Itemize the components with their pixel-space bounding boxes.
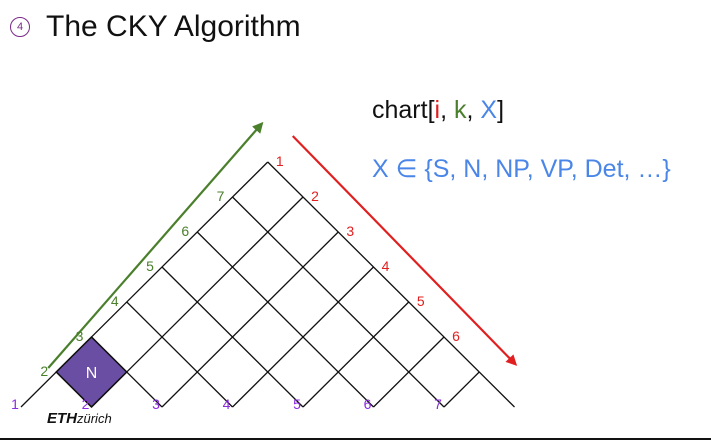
chart-grid-line [302, 301, 410, 408]
right-index-label: 2 [311, 188, 319, 204]
bottom-index-label: 1 [11, 396, 19, 412]
right-index-label: 4 [382, 258, 390, 274]
eth-zurich-logo: ETHzürich [47, 410, 112, 427]
footer-divider [0, 438, 711, 440]
left-index-label: 4 [111, 293, 119, 309]
chart-grid-line [443, 371, 480, 408]
nonterminal-set: X ∈ {S, N, NP, VP, Det, …} [372, 155, 671, 183]
left-index-label: 6 [181, 223, 189, 239]
chart-grid-line [55, 371, 92, 408]
chart-grid-line [161, 266, 304, 408]
slide-number-badge: 4 [10, 17, 30, 37]
index-k: k [454, 96, 467, 124]
chart-signature-suffix: ] [497, 96, 505, 124]
chart-grid-line [126, 301, 233, 408]
left-index-label: 7 [217, 188, 225, 204]
right-index-label: 3 [346, 223, 354, 239]
index-x: X [480, 96, 498, 124]
start-index-arrow [291, 135, 518, 366]
right-index-label: 5 [417, 293, 425, 309]
filled-cell-label: N [86, 365, 98, 382]
logo-eth: ETH [47, 410, 77, 427]
slide-title-bar: 4 The CKY Algorithm [10, 4, 301, 50]
chart-signature: chart[i, k, X] [372, 94, 504, 126]
left-index-label: 3 [76, 328, 84, 344]
bottom-index-label: 6 [364, 396, 372, 412]
chart-signature-prefix: chart[ [372, 96, 435, 124]
chart-grid-line [20, 161, 269, 408]
right-index-label: 1 [276, 153, 284, 169]
bottom-index-label: 5 [293, 396, 301, 412]
chart-grid-line [267, 161, 515, 408]
chart-grid-line [161, 231, 339, 408]
chart-grid-line [91, 336, 163, 408]
bottom-index-label: 4 [223, 396, 231, 412]
logo-zurich: zürich [77, 411, 112, 426]
bottom-index-label: 2 [82, 396, 90, 412]
chart-signature-sep1: , [440, 96, 454, 124]
right-index-label: 6 [452, 328, 460, 344]
index-i: i [434, 96, 441, 124]
left-index-label: 5 [146, 258, 154, 274]
chart-signature-sep2: , [466, 96, 481, 124]
chart-grid-line [196, 231, 374, 408]
chart-grid-line [232, 196, 445, 408]
span-length-arrow [47, 121, 264, 369]
slide-title: The CKY Algorithm [46, 10, 301, 43]
left-index-label: 2 [40, 363, 48, 379]
bottom-index-label: 7 [434, 396, 442, 412]
bottom-index-label: 3 [152, 396, 160, 412]
